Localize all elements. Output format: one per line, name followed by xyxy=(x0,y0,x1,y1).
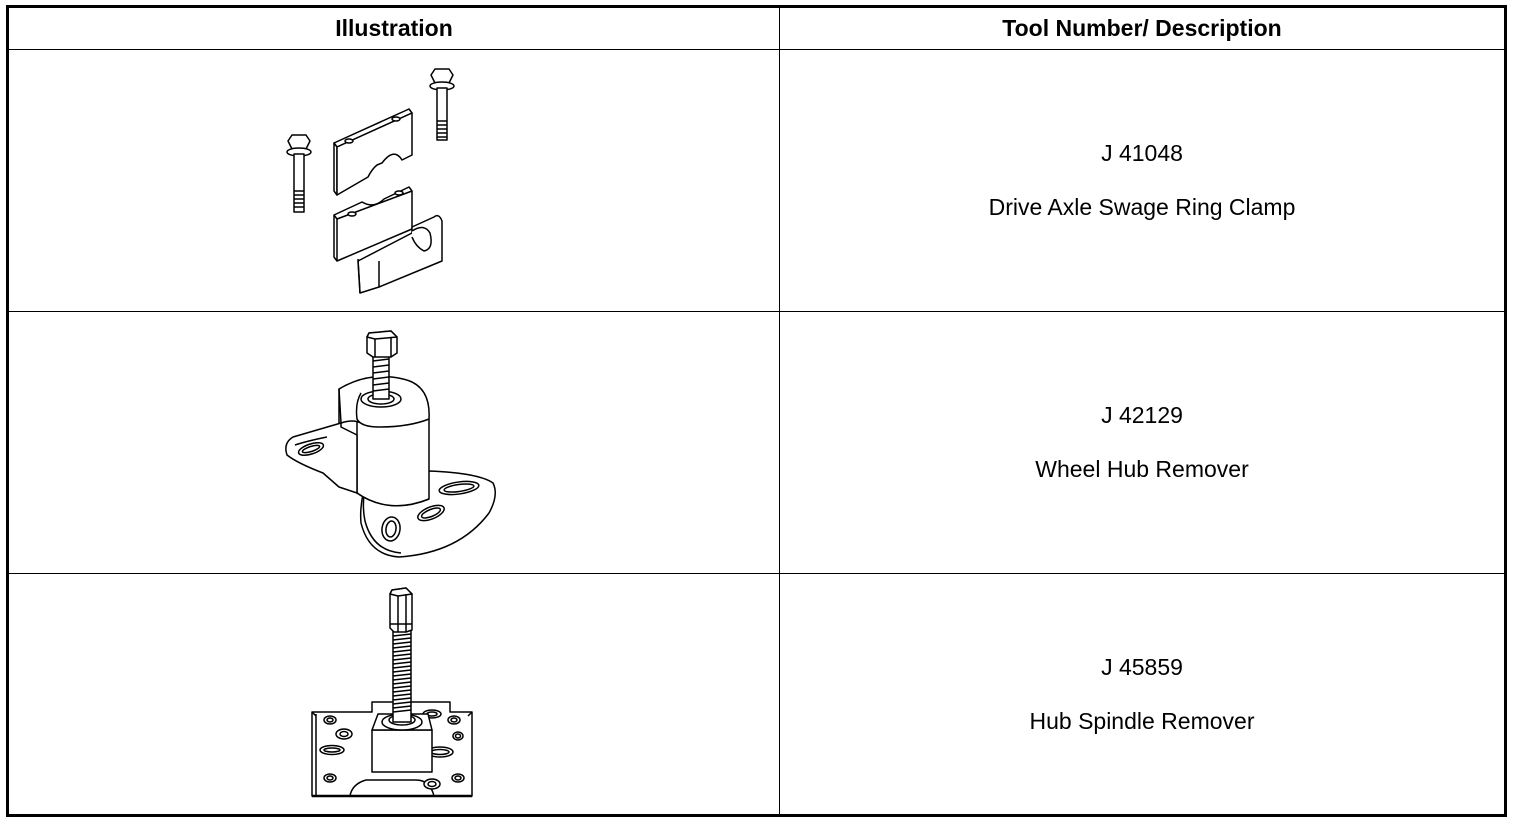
lower-clamp-block xyxy=(334,187,412,261)
table-row: J 45859 Hub Spindle Remover xyxy=(7,573,1506,816)
table-row: J 42129 Wheel Hub Remover xyxy=(7,311,1506,574)
tool-description-header: Tool Number/ Description xyxy=(779,6,1506,50)
illustration-cell xyxy=(7,311,780,574)
tool-description: Hub Spindle Remover xyxy=(1029,707,1255,734)
description-cell: J 42129 Wheel Hub Remover xyxy=(779,311,1506,574)
description-cell: J 41048 Drive Axle Swage Ring Clamp xyxy=(779,49,1506,312)
bolt-icon xyxy=(430,69,454,140)
base-bracket xyxy=(358,215,442,292)
table-row: J 41048 Drive Axle Swage Ring Clamp xyxy=(7,49,1506,312)
tool-description: Drive Axle Swage Ring Clamp xyxy=(988,194,1296,220)
tool-number: J 45859 xyxy=(1101,653,1183,680)
header-row: Illustration Tool Number/ Description xyxy=(7,6,1506,50)
wheel-hub-remover-icon xyxy=(279,323,509,563)
illustration-cell xyxy=(7,573,780,816)
hub-spindle-remover-icon xyxy=(294,584,494,804)
special-tools-table: Illustration Tool Number/ Description xyxy=(6,5,1507,817)
description-cell: J 45859 Hub Spindle Remover xyxy=(779,573,1506,816)
illustration-header: Illustration xyxy=(7,6,780,50)
bolt-icon xyxy=(287,135,311,212)
upper-clamp-block xyxy=(334,109,412,195)
illustration-cell xyxy=(7,49,780,312)
tool-number: J 41048 xyxy=(1101,140,1183,166)
tool-number: J 42129 xyxy=(1101,402,1183,428)
tool-description: Wheel Hub Remover xyxy=(1035,456,1249,482)
swage-ring-clamp-icon xyxy=(284,61,504,301)
